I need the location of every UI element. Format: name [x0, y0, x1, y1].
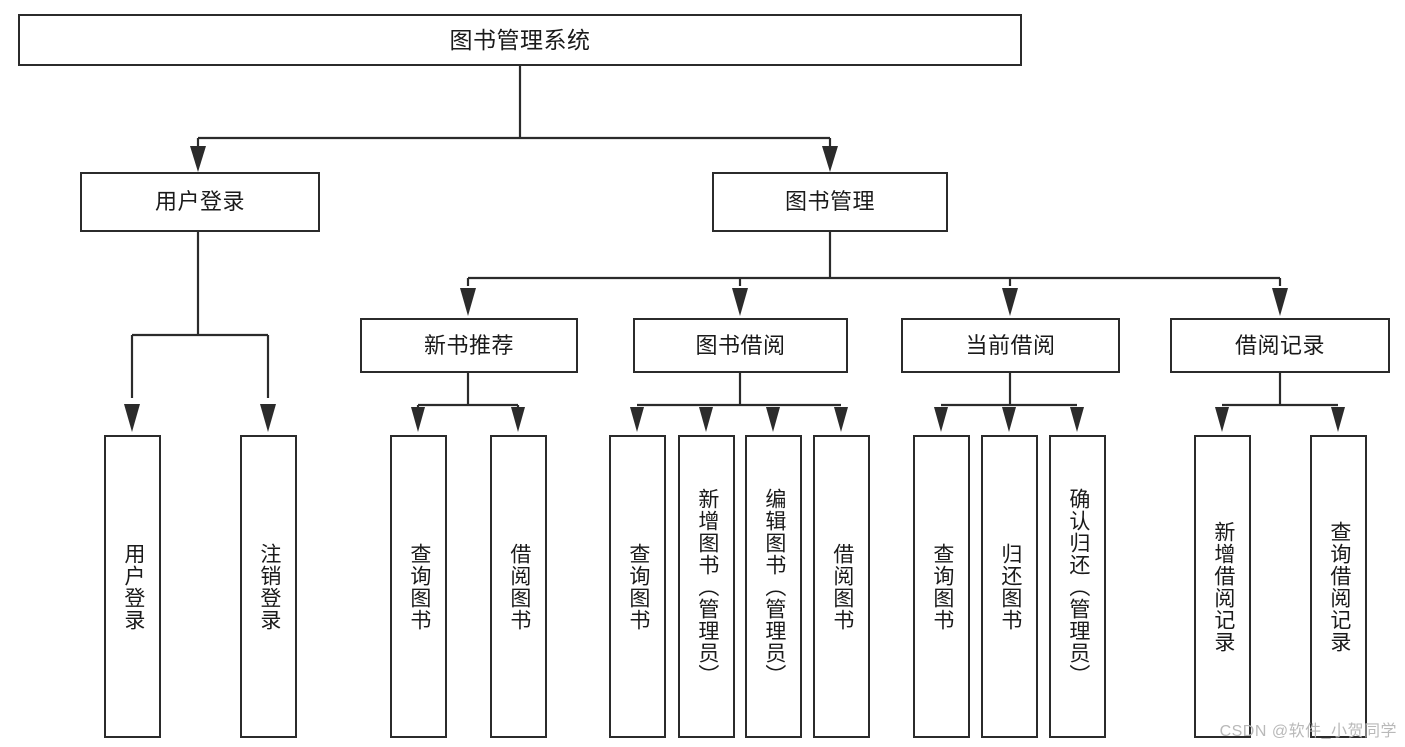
- arrowhead-current-borrow: [1002, 288, 1018, 316]
- arrowhead-query-book-3: [934, 407, 948, 432]
- arrowhead-borrow-record: [1272, 288, 1288, 316]
- node-book-borrow[interactable]: 图书借阅: [633, 318, 848, 373]
- arrowhead-edit-book: [766, 407, 780, 432]
- node-label: 查询图书: [930, 542, 954, 631]
- node-label: 查询图书: [407, 542, 431, 631]
- arrowhead-borrow-book-2: [834, 407, 848, 432]
- node-query-book-1[interactable]: 查询图书: [390, 435, 447, 738]
- node-label: 借阅图书: [507, 542, 531, 631]
- arrowhead-logout-user: [260, 404, 276, 432]
- arrowhead-add-book: [699, 407, 713, 432]
- arrowhead-query-borrow-record: [1331, 407, 1345, 432]
- arrowhead-confirm-return: [1070, 407, 1084, 432]
- node-add-borrow-record[interactable]: 新增借阅记录: [1194, 435, 1251, 738]
- arrowhead-add-borrow-record: [1215, 407, 1229, 432]
- node-user-login[interactable]: 用户登录: [80, 172, 320, 232]
- node-borrow-book-2[interactable]: 借阅图书: [813, 435, 870, 738]
- node-label: 图书管理: [784, 189, 875, 215]
- arrowhead-new-book: [460, 288, 476, 316]
- node-label: 用户登录: [121, 542, 145, 631]
- node-query-borrow-record[interactable]: 查询借阅记录: [1310, 435, 1367, 738]
- node-root-system[interactable]: 图书管理系统: [18, 14, 1022, 66]
- arrowhead-borrow-book-1: [511, 407, 525, 432]
- node-label: 确认归还（管理员）: [1066, 487, 1090, 686]
- node-book-manage[interactable]: 图书管理: [712, 172, 948, 232]
- node-logout-user[interactable]: 注销登录: [240, 435, 297, 738]
- node-label: 归还图书: [998, 542, 1022, 631]
- node-login-user[interactable]: 用户登录: [104, 435, 161, 738]
- node-label: 用户登录: [154, 189, 245, 215]
- node-borrow-record[interactable]: 借阅记录: [1170, 318, 1390, 373]
- node-label: 查询借阅记录: [1327, 520, 1351, 653]
- node-label: 新书推荐: [423, 332, 514, 358]
- node-query-book-3[interactable]: 查询图书: [913, 435, 970, 738]
- node-edit-book[interactable]: 编辑图书（管理员）: [745, 435, 802, 738]
- arrowhead-query-book-1: [411, 407, 425, 432]
- node-label: 图书借阅: [695, 332, 786, 358]
- node-current-borrow[interactable]: 当前借阅: [901, 318, 1120, 373]
- node-confirm-return[interactable]: 确认归还（管理员）: [1049, 435, 1106, 738]
- node-label: 借阅图书: [830, 542, 854, 631]
- node-label: 注销登录: [257, 542, 281, 631]
- node-add-book[interactable]: 新增图书（管理员）: [678, 435, 735, 738]
- arrowhead-user-login: [190, 146, 206, 172]
- arrowhead-query-book-2: [630, 407, 644, 432]
- node-label: 编辑图书（管理员）: [762, 487, 786, 686]
- arrowhead-book-borrow: [732, 288, 748, 316]
- node-query-book-2[interactable]: 查询图书: [609, 435, 666, 738]
- node-borrow-book-1[interactable]: 借阅图书: [490, 435, 547, 738]
- node-label: 图书管理系统: [449, 26, 591, 53]
- node-label: 当前借阅: [965, 332, 1056, 358]
- arrowhead-login-user: [124, 404, 140, 432]
- node-label: 新增借阅记录: [1211, 520, 1235, 653]
- csdn-watermark: CSDN @软件_小贺同学: [1219, 723, 1397, 740]
- arrowhead-book-manage: [822, 146, 838, 172]
- node-label: 新增图书（管理员）: [695, 487, 719, 686]
- arrowhead-return-book: [1002, 407, 1016, 432]
- node-new-book-recommend[interactable]: 新书推荐: [360, 318, 578, 373]
- node-return-book[interactable]: 归还图书: [981, 435, 1038, 738]
- node-label: 查询图书: [626, 542, 650, 631]
- node-label: 借阅记录: [1234, 332, 1325, 358]
